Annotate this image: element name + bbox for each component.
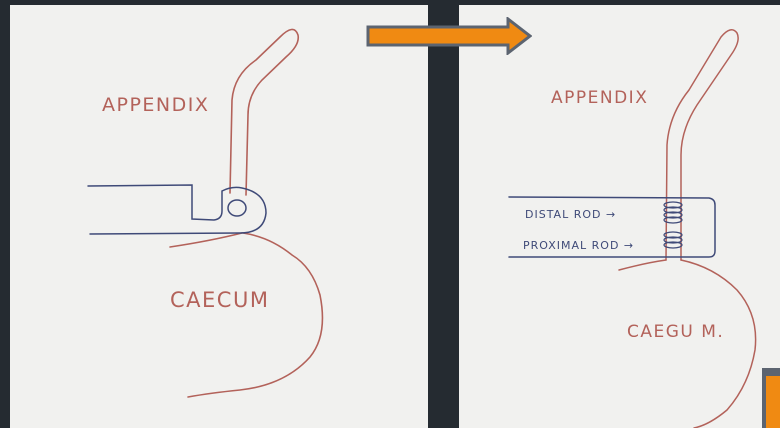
caecum-top-edge-right bbox=[619, 260, 666, 270]
caecum-outline-left bbox=[188, 233, 322, 397]
caecum-top-edge-left bbox=[170, 233, 242, 247]
distal-rod-label: DISTAL ROD → bbox=[525, 208, 616, 221]
appendix-label-right: APPENDIX bbox=[551, 88, 648, 108]
right-diagram-panel: APPENDIX DISTAL ROD → PROXIMAL ROD → CAE… bbox=[459, 5, 780, 428]
appendix-outline-right bbox=[666, 30, 738, 260]
appendix-label-left: APPENDIX bbox=[102, 94, 209, 116]
caecum-outline-right bbox=[681, 260, 756, 428]
right-drawing: APPENDIX DISTAL ROD → PROXIMAL ROD → CAE… bbox=[459, 5, 780, 428]
left-drawing: APPENDIX CAECUM bbox=[10, 5, 428, 428]
proximal-rod-label: PROXIMAL ROD → bbox=[523, 239, 634, 252]
caecum-label-right: CAEGU M. bbox=[627, 322, 724, 342]
right-arrow-icon bbox=[366, 17, 532, 55]
left-diagram-panel: APPENDIX CAECUM bbox=[10, 5, 428, 428]
instrument-outline-left bbox=[88, 185, 266, 234]
caecum-label-left: CAECUM bbox=[170, 288, 269, 312]
appendix-outline-left bbox=[230, 29, 298, 195]
instrument-loop-left bbox=[228, 200, 246, 216]
orange-marker-icon bbox=[760, 366, 780, 428]
